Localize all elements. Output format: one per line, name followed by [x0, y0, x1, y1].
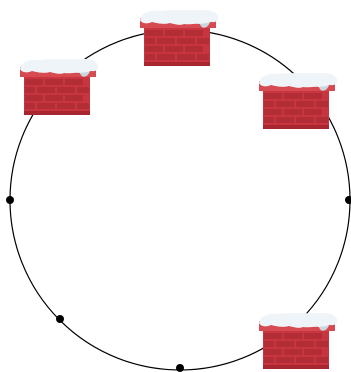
chimney-icon: [259, 73, 337, 129]
node-dot: [56, 315, 64, 323]
chimney-icon: [20, 59, 98, 115]
node-dot: [345, 196, 351, 204]
node-dot: [6, 196, 14, 204]
node-dot: [176, 364, 184, 372]
chimney-icon: [140, 10, 218, 66]
chimney-icon: [259, 313, 337, 369]
